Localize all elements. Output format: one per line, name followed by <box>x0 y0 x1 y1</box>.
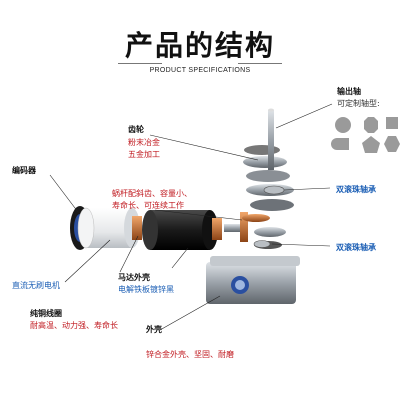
leader-bearing-top <box>283 187 331 191</box>
bearing-bottom-part <box>253 240 271 248</box>
shaft-shapes-grid <box>331 117 400 153</box>
leader-copper <box>119 235 139 273</box>
label-gear: 齿轮 <box>128 125 144 134</box>
label-bearing-bottom: 双滚珠轴承 <box>336 243 376 252</box>
output-shaft-part <box>268 108 274 170</box>
housing-part <box>206 256 300 304</box>
d-cut-icon <box>331 138 349 150</box>
leader-worm <box>154 209 243 221</box>
label-dc-motor: 直流无刷电机 <box>12 281 60 290</box>
label-bearing-top: 双滚珠轴承 <box>336 185 376 194</box>
leader-bearing-bottom <box>271 243 331 247</box>
leader-motor-shell <box>171 247 189 269</box>
leader-shaft <box>275 103 333 129</box>
divider-left <box>118 63 162 64</box>
pentagon-icon <box>362 136 380 153</box>
label-encoder: 编码器 <box>12 166 36 175</box>
label-gear-sub1: 粉末冶金 <box>128 138 160 147</box>
leader-encoder <box>49 174 79 213</box>
octagon-icon <box>364 117 378 133</box>
divider-right <box>238 63 282 64</box>
bearing-top-part <box>263 185 285 195</box>
label-gear-sub2: 五金加工 <box>128 150 160 159</box>
label-housing: 外壳 <box>146 325 162 334</box>
label-worm-2: 寿命长、可连续工作 <box>112 201 184 210</box>
label-motor-shell-sub: 电解铁板镀锌黑 <box>118 285 174 294</box>
motor-shell-part <box>142 210 222 250</box>
hexagon-icon <box>384 136 400 152</box>
square-icon <box>386 117 398 129</box>
leader-housing <box>159 295 221 331</box>
leader-gear <box>149 134 259 161</box>
label-output-shaft: 输出轴 <box>337 87 361 96</box>
label-copper-coil-sub: 耐高温、动力强、寿命长 <box>30 321 118 330</box>
label-housing-sub: 锌合金外壳、坚固、耐磨 <box>146 350 234 359</box>
brushless-motor-part <box>77 207 142 249</box>
worm-gear-part <box>224 212 248 242</box>
page-subtitle: PRODUCT SPECIFICATIONS <box>149 67 251 74</box>
label-motor-shell: 马达外壳 <box>118 273 150 282</box>
label-worm-1: 蜗杆配斜齿、容量小、 <box>112 189 192 198</box>
label-copper-coil: 纯铜线圈 <box>30 309 62 318</box>
page-title: 产品的结构 <box>124 29 275 62</box>
label-custom-shaft: 可定制轴型: <box>337 99 380 108</box>
circle-icon <box>335 117 351 133</box>
leader-dc-motor <box>64 239 111 283</box>
